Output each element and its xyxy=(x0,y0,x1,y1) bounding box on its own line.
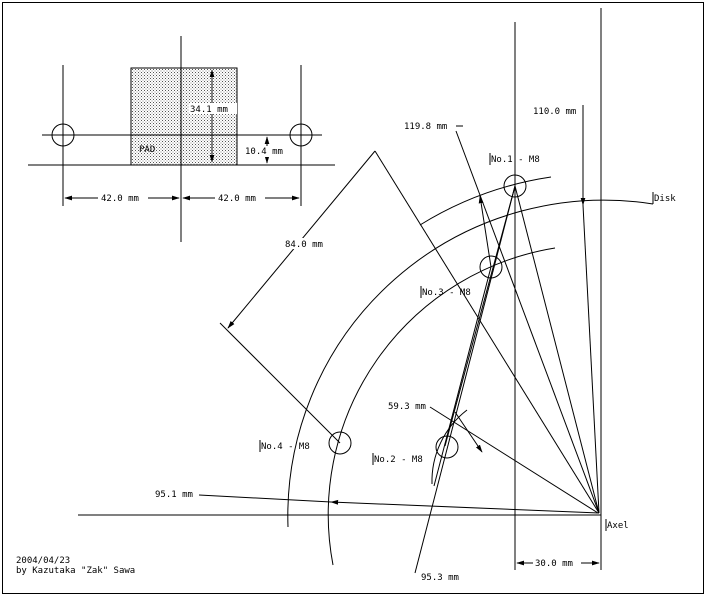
hole3-label: No.3 - M8 xyxy=(422,288,471,298)
bolt-hole-2 xyxy=(435,435,459,459)
hole2-arc xyxy=(431,409,468,485)
bolt-hole-4 xyxy=(328,431,352,455)
dim-84-0: 84.0 mm xyxy=(285,240,323,250)
axel-label: Axel xyxy=(607,521,629,531)
pad-height-dim: 34.1 mm xyxy=(190,105,228,115)
main-pattern: Disk Axel No.1 - M8 No.2 - M8 No.3 - M8 … xyxy=(78,8,676,583)
pad-label: PAD xyxy=(139,145,155,155)
hole1-arc xyxy=(419,176,552,226)
drawing-date: 2004/04/23 xyxy=(16,556,70,566)
dim-110-0: 110.0 mm xyxy=(533,107,576,117)
disk-outline-arc xyxy=(287,199,654,528)
hole2-label: No.2 - M8 xyxy=(374,455,423,465)
pad-hole-right xyxy=(289,123,313,147)
hole4-label: No.4 - M8 xyxy=(261,442,310,452)
pad-detail: 34.1 mm 10.4 mm PAD 42.0 mm 42.0 mm xyxy=(28,36,335,242)
bolt-hole-3 xyxy=(479,255,503,279)
dim-95-1: 95.1 mm xyxy=(155,490,193,500)
pad-right-dim: 42.0 mm xyxy=(218,194,256,204)
dim-95-3: 95.3 mm xyxy=(421,573,459,583)
pad-hole-left xyxy=(51,123,75,147)
dim-30-0: 30.0 mm xyxy=(535,559,573,569)
hole1-label: No.1 - M8 xyxy=(491,155,540,165)
drawing-author: by Kazutaka "Zak" Sawa xyxy=(16,566,135,576)
dim-119-8: 119.8 mm xyxy=(404,122,447,132)
bolt-hole-1 xyxy=(503,174,527,198)
dim-59-3: 59.3 mm xyxy=(388,402,426,412)
pad-offset-dim: 10.4 mm xyxy=(245,147,283,157)
disk-label: Disk xyxy=(654,194,676,204)
pad-left-dim: 42.0 mm xyxy=(101,194,139,204)
